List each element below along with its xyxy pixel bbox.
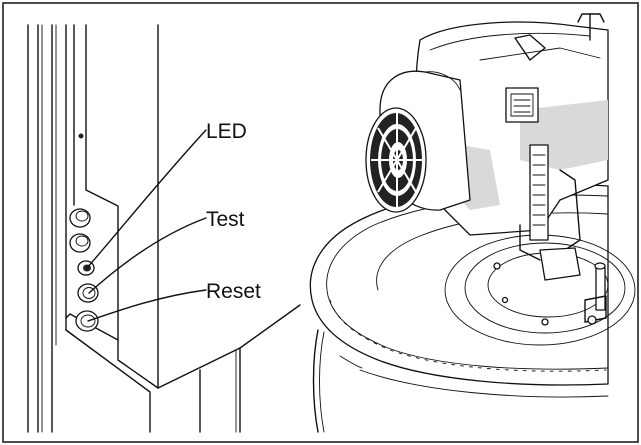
led-leader-line [86,129,207,269]
led-label: LED [206,120,247,143]
control-panel [27,24,301,433]
knob-upper [69,208,91,228]
reset-button [75,310,99,332]
reset-label: Reset [206,280,261,303]
test-leader-line [88,217,207,294]
test-button [77,283,99,303]
test-label: Test [206,208,245,231]
fan-inlet [365,70,471,213]
knob-lower [69,233,91,253]
reset-leader-line [87,289,207,322]
